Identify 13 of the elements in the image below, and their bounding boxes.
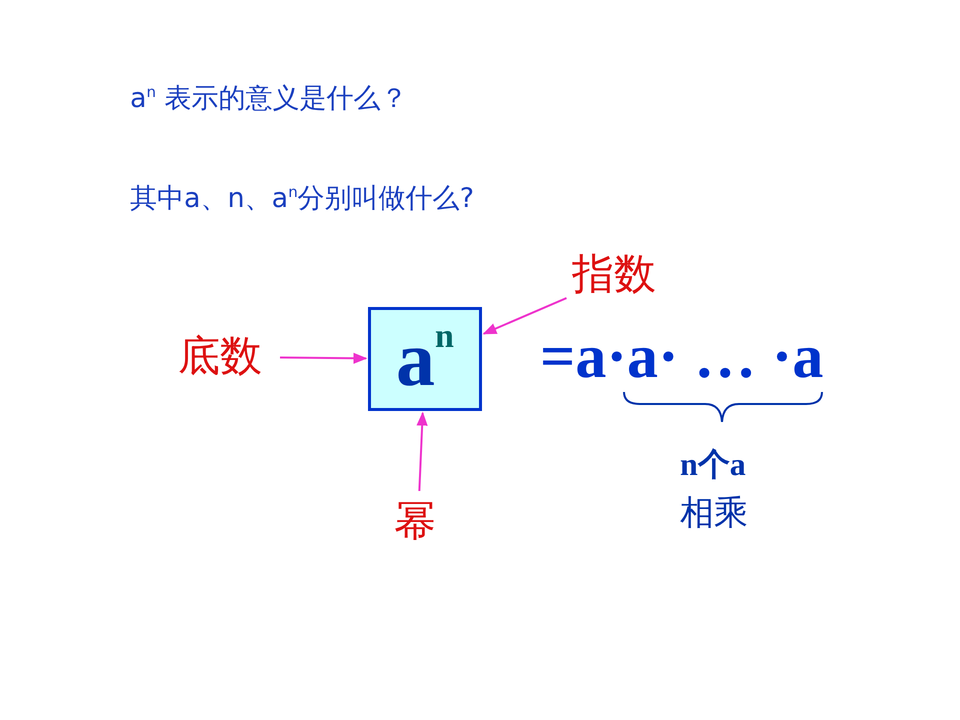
power-box: [368, 307, 482, 411]
power-label: 幂: [394, 497, 442, 547]
question-text: 其中a、n、a$^{n}$分别叫做什么?: [130, 182, 474, 216]
base-label: 底数: [178, 332, 274, 382]
product-expression: =a·a· … ·a: [540, 322, 824, 393]
multiply-text: 相乘: [680, 494, 748, 534]
arrow: [416, 412, 428, 492]
factor-count-text: n个a: [680, 445, 746, 484]
power-expression: a$^{n}$: [396, 320, 454, 398]
exponent-label: 指数: [572, 250, 668, 300]
question-text: a$^{n}$ 表示的意义是什么？: [130, 82, 408, 116]
arrow: [280, 352, 368, 364]
arrow: [482, 297, 567, 335]
